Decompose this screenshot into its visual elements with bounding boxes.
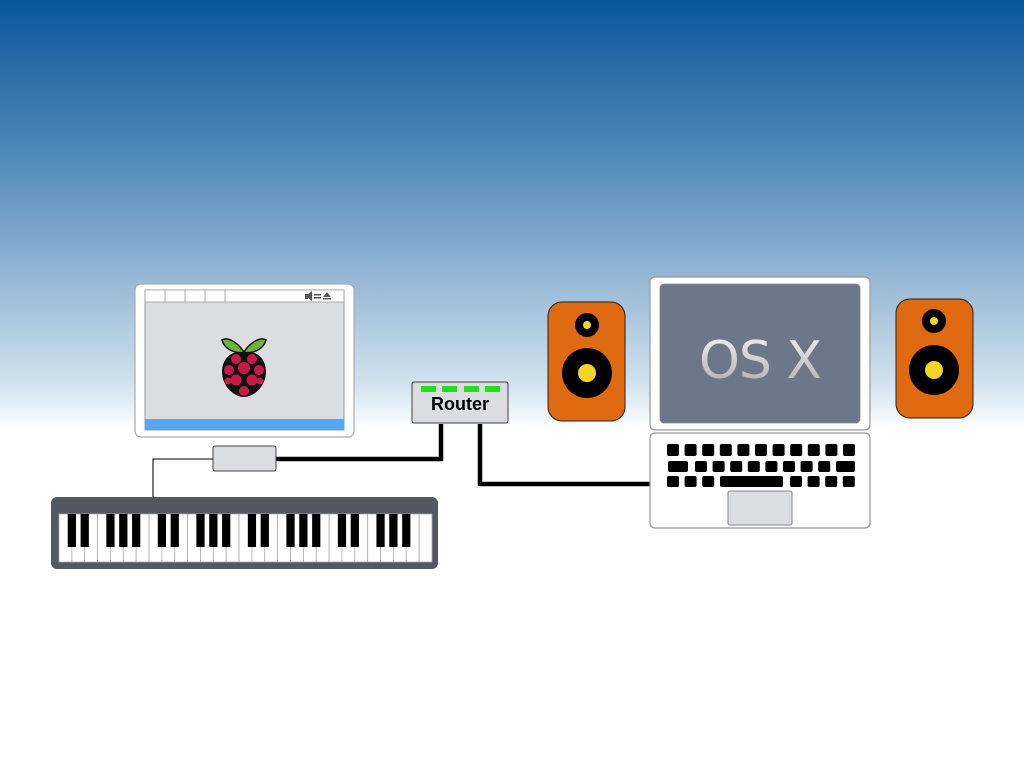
- mac-laptop: OS X: [649, 276, 871, 529]
- laptop-key: [807, 444, 820, 456]
- laptop-key: [825, 444, 838, 456]
- laptop-key: [702, 444, 715, 456]
- ethernet-cable-pi: [276, 424, 444, 462]
- black-key: [196, 514, 205, 547]
- laptop-key: [712, 461, 725, 472]
- black-key: [389, 514, 398, 547]
- black-key: [402, 514, 411, 547]
- black-key: [299, 514, 308, 547]
- laptop-key: [730, 461, 743, 472]
- black-key: [170, 514, 179, 547]
- black-key: [260, 514, 269, 547]
- menu-bar: [144, 289, 345, 303]
- speaker: [547, 301, 626, 422]
- laptop-key: [818, 461, 831, 472]
- laptop-key: [807, 476, 820, 487]
- laptop-screen: [659, 283, 861, 424]
- black-key: [376, 514, 385, 547]
- router-led: [442, 386, 457, 392]
- laptop-key: [695, 461, 707, 472]
- laptop-key: [720, 476, 783, 487]
- trackpad: [727, 490, 793, 526]
- black-key: [106, 514, 115, 547]
- laptop-key: [825, 476, 838, 487]
- raspberry-pi-monitor: [134, 283, 355, 438]
- white-key: [418, 513, 433, 563]
- laptop-key: [737, 444, 750, 456]
- black-key: [157, 514, 167, 547]
- eject-icon: [323, 292, 331, 300]
- black-key: [350, 514, 359, 547]
- black-key: [247, 514, 257, 547]
- cables: [152, 424, 651, 500]
- black-key: [119, 514, 128, 547]
- laptop-key: [842, 476, 855, 487]
- laptop-key: [747, 461, 760, 472]
- black-key: [312, 514, 321, 547]
- black-key: [80, 514, 89, 547]
- laptop-key: [772, 444, 785, 456]
- laptop-key: [667, 444, 679, 456]
- laptop-key: [668, 461, 688, 472]
- laptop-key: [719, 444, 732, 456]
- laptop-key: [790, 444, 803, 456]
- woofer-center: [578, 364, 596, 382]
- router-label: Router: [431, 394, 489, 414]
- black-key: [337, 514, 347, 547]
- laptop-key: [702, 476, 715, 487]
- raspberry-pi-box: [212, 445, 277, 472]
- woofer-center: [925, 361, 943, 379]
- router-led: [464, 386, 479, 392]
- black-key: [286, 514, 295, 547]
- laptop-key: [667, 476, 679, 487]
- ethernet-cable-mac: [477, 424, 651, 487]
- laptop-key: [684, 476, 697, 487]
- router: Router: [411, 381, 509, 424]
- laptop-key: [790, 476, 802, 487]
- router-led: [421, 386, 436, 392]
- speaker: [895, 298, 974, 419]
- laptop-key: [783, 461, 795, 472]
- laptop-key: [765, 461, 778, 472]
- black-key: [209, 514, 218, 547]
- raspberry-pi-logo: [221, 338, 267, 397]
- laptop-key: [684, 444, 697, 456]
- laptop-key: [800, 461, 813, 472]
- volume-icon: [305, 291, 321, 301]
- midi-cable: [152, 458, 213, 500]
- osx-logo-text: OS X: [699, 331, 821, 391]
- laptop-key: [843, 444, 855, 456]
- tweeter-center: [583, 321, 591, 329]
- router-led: [485, 386, 500, 392]
- black-key: [67, 514, 76, 547]
- midi-keyboard: [51, 497, 438, 569]
- black-key: [132, 514, 141, 547]
- taskbar: [145, 419, 344, 430]
- black-key: [222, 514, 231, 547]
- laptop-key: [836, 461, 855, 472]
- laptop-key: [755, 444, 767, 456]
- laptop-keyboard: [667, 444, 855, 487]
- tweeter-center: [930, 317, 938, 325]
